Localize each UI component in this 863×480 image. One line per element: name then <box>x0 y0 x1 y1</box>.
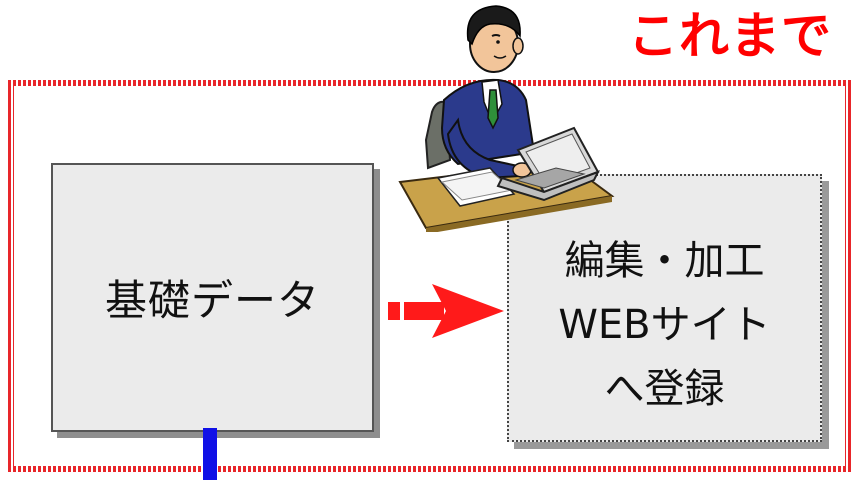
edit-line-2: WEBサイト <box>558 302 771 348</box>
page-title: これまで <box>628 7 832 65</box>
edit-register-box: 編集・加工 WEBサイト へ登録 <box>507 174 822 442</box>
red-arrow-icon <box>388 284 504 338</box>
edit-line-3: へ登録 <box>604 366 725 412</box>
businessman-at-laptop-icon <box>398 5 615 232</box>
base-data-label: 基礎データ <box>104 276 320 325</box>
blue-connector-line <box>203 428 217 480</box>
base-data-box: 基礎データ <box>51 163 374 432</box>
edit-line-1: 編集・加工 <box>564 238 765 284</box>
